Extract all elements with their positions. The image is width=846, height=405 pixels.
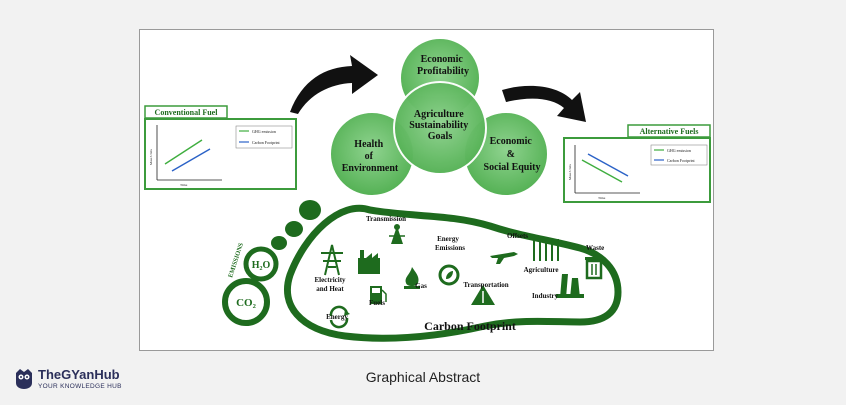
conventional-legend-ghg: GHG emission <box>252 129 276 134</box>
toe-3 <box>271 236 287 250</box>
conventional-fuel-title: Conventional Fuel <box>155 108 219 117</box>
h2o-ring <box>243 246 279 282</box>
label-energy-emissions-2: Emissions <box>435 244 465 252</box>
conventional-ghg-line <box>164 139 203 165</box>
flame-icon <box>404 267 420 289</box>
waste-bin-icon <box>585 257 603 280</box>
goal-right-line1: Economic <box>490 136 533 147</box>
conventional-fuel-chart: Conventional Fuel Mass Units Time GHG em… <box>144 105 297 190</box>
goal-top-line1: Economic <box>421 54 464 65</box>
goal-center-line3: Goals <box>428 131 453 142</box>
brand-tagline: YOUR KNOWLEDGE HUB <box>38 383 122 390</box>
co2-label: CO₂ <box>236 297 257 309</box>
toe-1 <box>299 200 321 220</box>
conventional-footprint-line <box>171 148 211 172</box>
label-fuels: Fuels <box>369 299 385 307</box>
recycle-energy-icon <box>329 305 350 329</box>
alternative-legend-ghg: GHG emission <box>667 148 691 153</box>
co2-ring <box>222 278 270 326</box>
carbon-footprint-title: Carbon Footprint <box>424 319 516 333</box>
goal-top-line2: Profitability <box>417 66 469 77</box>
owl-logo-icon <box>16 369 32 389</box>
label-electricity-2: and Heat <box>316 285 344 293</box>
footprint-toes <box>271 200 321 250</box>
graphical-abstract-figure: Economic Profitability Agriculture Susta… <box>139 29 714 351</box>
alternative-legend-footprint: Carbon Footprint <box>667 158 696 163</box>
label-transmission: Transmission <box>366 215 406 223</box>
goal-circle-center <box>393 81 487 175</box>
fuel-pump-icon <box>370 286 387 304</box>
svg-text:Economic Profitability: Economic Profitability <box>417 54 469 77</box>
alternative-y-label: Mass Units <box>568 164 572 180</box>
alternative-footprint-line <box>587 153 629 177</box>
goal-left-line3: Environment <box>342 163 399 174</box>
goal-center-line2: Sustainability <box>409 120 468 131</box>
sustainability-diagram: Economic Profitability Agriculture Susta… <box>144 37 711 342</box>
factory-icon <box>358 250 380 274</box>
label-transportation: Transportation <box>463 281 508 289</box>
conventional-x-label: Time <box>180 183 188 187</box>
label-industry: Industry <box>532 292 559 300</box>
alternative-ghg-line <box>581 159 623 183</box>
electricity-pylon-icon <box>321 244 343 276</box>
conventional-y-label: Mass Units <box>149 149 153 165</box>
label-agriculture: Agriculture <box>524 266 559 274</box>
h2o-label: H₂O <box>252 260 271 271</box>
transportation-road-icon <box>471 285 495 305</box>
curved-arrow-left-icon <box>290 55 378 114</box>
label-energy: Energy <box>326 313 348 321</box>
goal-left-line1: Health <box>354 139 383 150</box>
goal-left-line2: of <box>365 151 374 162</box>
energy-emissions-icon <box>438 264 460 286</box>
svg-text:Economic & Social Equi: Economic & Social Equity <box>484 136 541 173</box>
label-energy-emissions-1: Energy <box>437 235 459 243</box>
transmission-icon <box>389 224 405 244</box>
industry-tower-icon <box>556 274 584 298</box>
label-waste: Waste <box>586 244 604 252</box>
emissions-label: EMISSIONS <box>227 242 245 279</box>
curved-arrow-right-icon <box>502 85 586 122</box>
alternative-fuels-title: Alternative Fuels <box>640 127 699 136</box>
label-electricity-1: Electricity <box>314 276 346 284</box>
alternative-x-label: Time <box>598 196 606 200</box>
conventional-legend-footprint: Carbon Footprint <box>252 140 281 145</box>
goal-center-line1: Agriculture <box>414 109 464 120</box>
airplane-icon <box>490 252 518 264</box>
svg-text:Agriculture Sustainability: Agriculture Sustainability Goals <box>409 109 470 142</box>
label-offsets: Offsets <box>507 232 528 240</box>
alternative-fuels-chart: Alternative Fuels Mass Units Time GHG em… <box>563 124 711 203</box>
wheat-icon <box>533 239 559 261</box>
label-gas: Gas <box>415 282 427 290</box>
toe-2 <box>285 221 303 237</box>
svg-text:Health of Environment: Health of Environment <box>342 139 399 174</box>
figure-caption: Graphical Abstract <box>365 369 481 385</box>
goal-right-line2: & <box>507 149 515 160</box>
goal-right-line3: Social Equity <box>484 162 541 173</box>
brand-name: TheGYanHub <box>38 367 120 382</box>
